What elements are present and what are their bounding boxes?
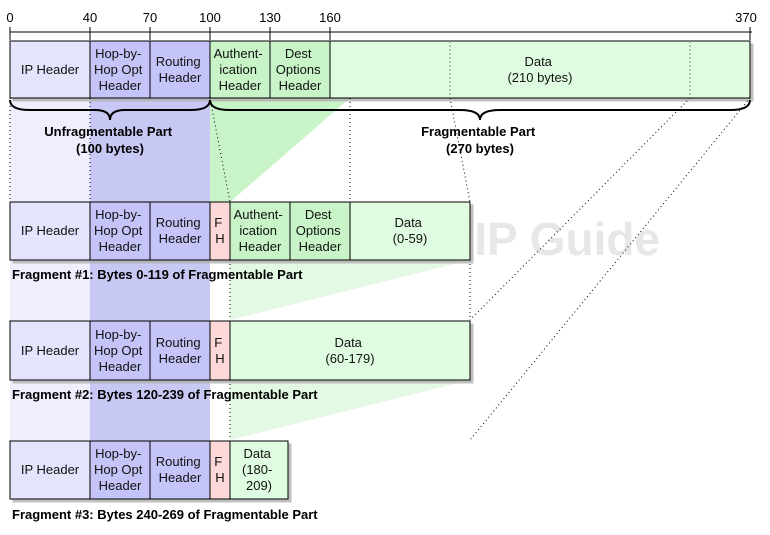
orig-hop-by-hop-box bbox=[89, 40, 151, 99]
tick-100: 100 bbox=[199, 10, 221, 25]
frag3-hop-by-hop-box bbox=[89, 440, 151, 500]
frag2-routing-box bbox=[149, 320, 211, 381]
orig-authentication-label: Authent- ication Header bbox=[214, 46, 267, 93]
orig-dest-options-label: Dest Options Header bbox=[276, 46, 324, 93]
frag2-caption: Fragment #2: Bytes 120-239 of Fragmentab… bbox=[12, 387, 318, 402]
fragment-2: IP Header Hop-by- Hop Opt Header Routing… bbox=[9, 320, 471, 402]
original-packet bbox=[9, 40, 751, 99]
orig-hop-by-hop-label: Hop-by- Hop Opt Header bbox=[94, 46, 146, 93]
frag3-hop-by-hop-label: Hop-by- Hop Opt Header bbox=[94, 446, 146, 493]
band-hop-by-hop bbox=[90, 98, 210, 443]
frag3-data-label: Data (180- 209) bbox=[242, 446, 276, 493]
orig-authentication-box bbox=[209, 40, 271, 99]
tick-370: 370 bbox=[735, 10, 757, 25]
orig-ip-header-box bbox=[9, 40, 91, 99]
tick-130: 130 bbox=[259, 10, 281, 25]
frag3-routing-box bbox=[149, 440, 211, 500]
frag1-authentication-box bbox=[229, 201, 291, 261]
frag2-ip-header-label: IP Header bbox=[21, 343, 80, 358]
tick-70: 70 bbox=[143, 10, 157, 25]
frag3-fh-label: F H bbox=[214, 454, 226, 485]
tick-40: 40 bbox=[83, 10, 97, 25]
unfragmentable-brace bbox=[9, 99, 211, 121]
frag2-fh-label: F H bbox=[214, 335, 226, 366]
tick-0: 0 bbox=[6, 10, 13, 25]
frag1-data-label: Data (0-59) bbox=[393, 215, 428, 246]
frag2-data-label: Data (60-179) bbox=[325, 335, 374, 366]
frag1-authentication-label: Authent- ication Header bbox=[234, 207, 287, 254]
fragmentable-label: Fragmentable Part (270 bytes) bbox=[421, 124, 539, 156]
frag1-hop-by-hop-box bbox=[89, 201, 151, 261]
frag1-fh-label: F H bbox=[214, 215, 226, 246]
frag2-data-box bbox=[229, 320, 471, 381]
unfragmentable-label: Unfragmentable Part (100 bytes) bbox=[44, 124, 176, 156]
frag1-routing-box bbox=[149, 201, 211, 261]
frag1-routing-label: Routing Header bbox=[156, 215, 204, 246]
tick-160: 160 bbox=[319, 10, 341, 25]
fragment-1: IP Header Hop-by- Hop Opt Header Routing… bbox=[9, 201, 471, 282]
frag1-hop-by-hop-label: Hop-by- Hop Opt Header bbox=[94, 207, 146, 254]
frag3-ip-header-label: IP Header bbox=[21, 462, 80, 477]
frag3-caption: Fragment #3: Bytes 240-269 of Fragmentab… bbox=[12, 507, 318, 522]
orig-routing-label: Routing Header bbox=[156, 54, 204, 85]
frag3-ip-header-box bbox=[9, 440, 91, 500]
frag3-routing-label: Routing Header bbox=[156, 454, 204, 485]
orig-dest-options-box bbox=[269, 40, 331, 99]
frag2-routing-label: Routing Header bbox=[156, 335, 204, 366]
band-fragment-1 bbox=[210, 98, 350, 202]
fragment-3: IP Header Hop-by- Hop Opt Header Routing… bbox=[9, 440, 318, 522]
frag2-hop-by-hop-label: Hop-by- Hop Opt Header bbox=[94, 327, 146, 374]
frag1-data-box bbox=[349, 201, 471, 261]
frag1-dest-options-box bbox=[289, 201, 351, 261]
projection-lines bbox=[9, 97, 751, 441]
orig-ip-header-label: IP Header bbox=[21, 62, 80, 77]
byte-scale: 0 40 70 100 130 160 370 bbox=[6, 10, 757, 40]
band-ip-header bbox=[10, 98, 90, 443]
frag1-ip-header-label: IP Header bbox=[21, 223, 80, 238]
orig-data-label: Data (210 bytes) bbox=[507, 54, 572, 85]
frag1-caption: Fragment #1: Bytes 0-119 of Fragmentable… bbox=[12, 267, 303, 282]
frag2-hop-by-hop-box bbox=[89, 320, 151, 381]
frag3-data-box bbox=[229, 440, 289, 500]
orig-data-box bbox=[329, 40, 751, 99]
fragmentable-brace bbox=[209, 99, 751, 121]
frag1-ip-header-box bbox=[9, 201, 91, 261]
frag1-dest-options-label: Dest Options Header bbox=[296, 207, 344, 254]
